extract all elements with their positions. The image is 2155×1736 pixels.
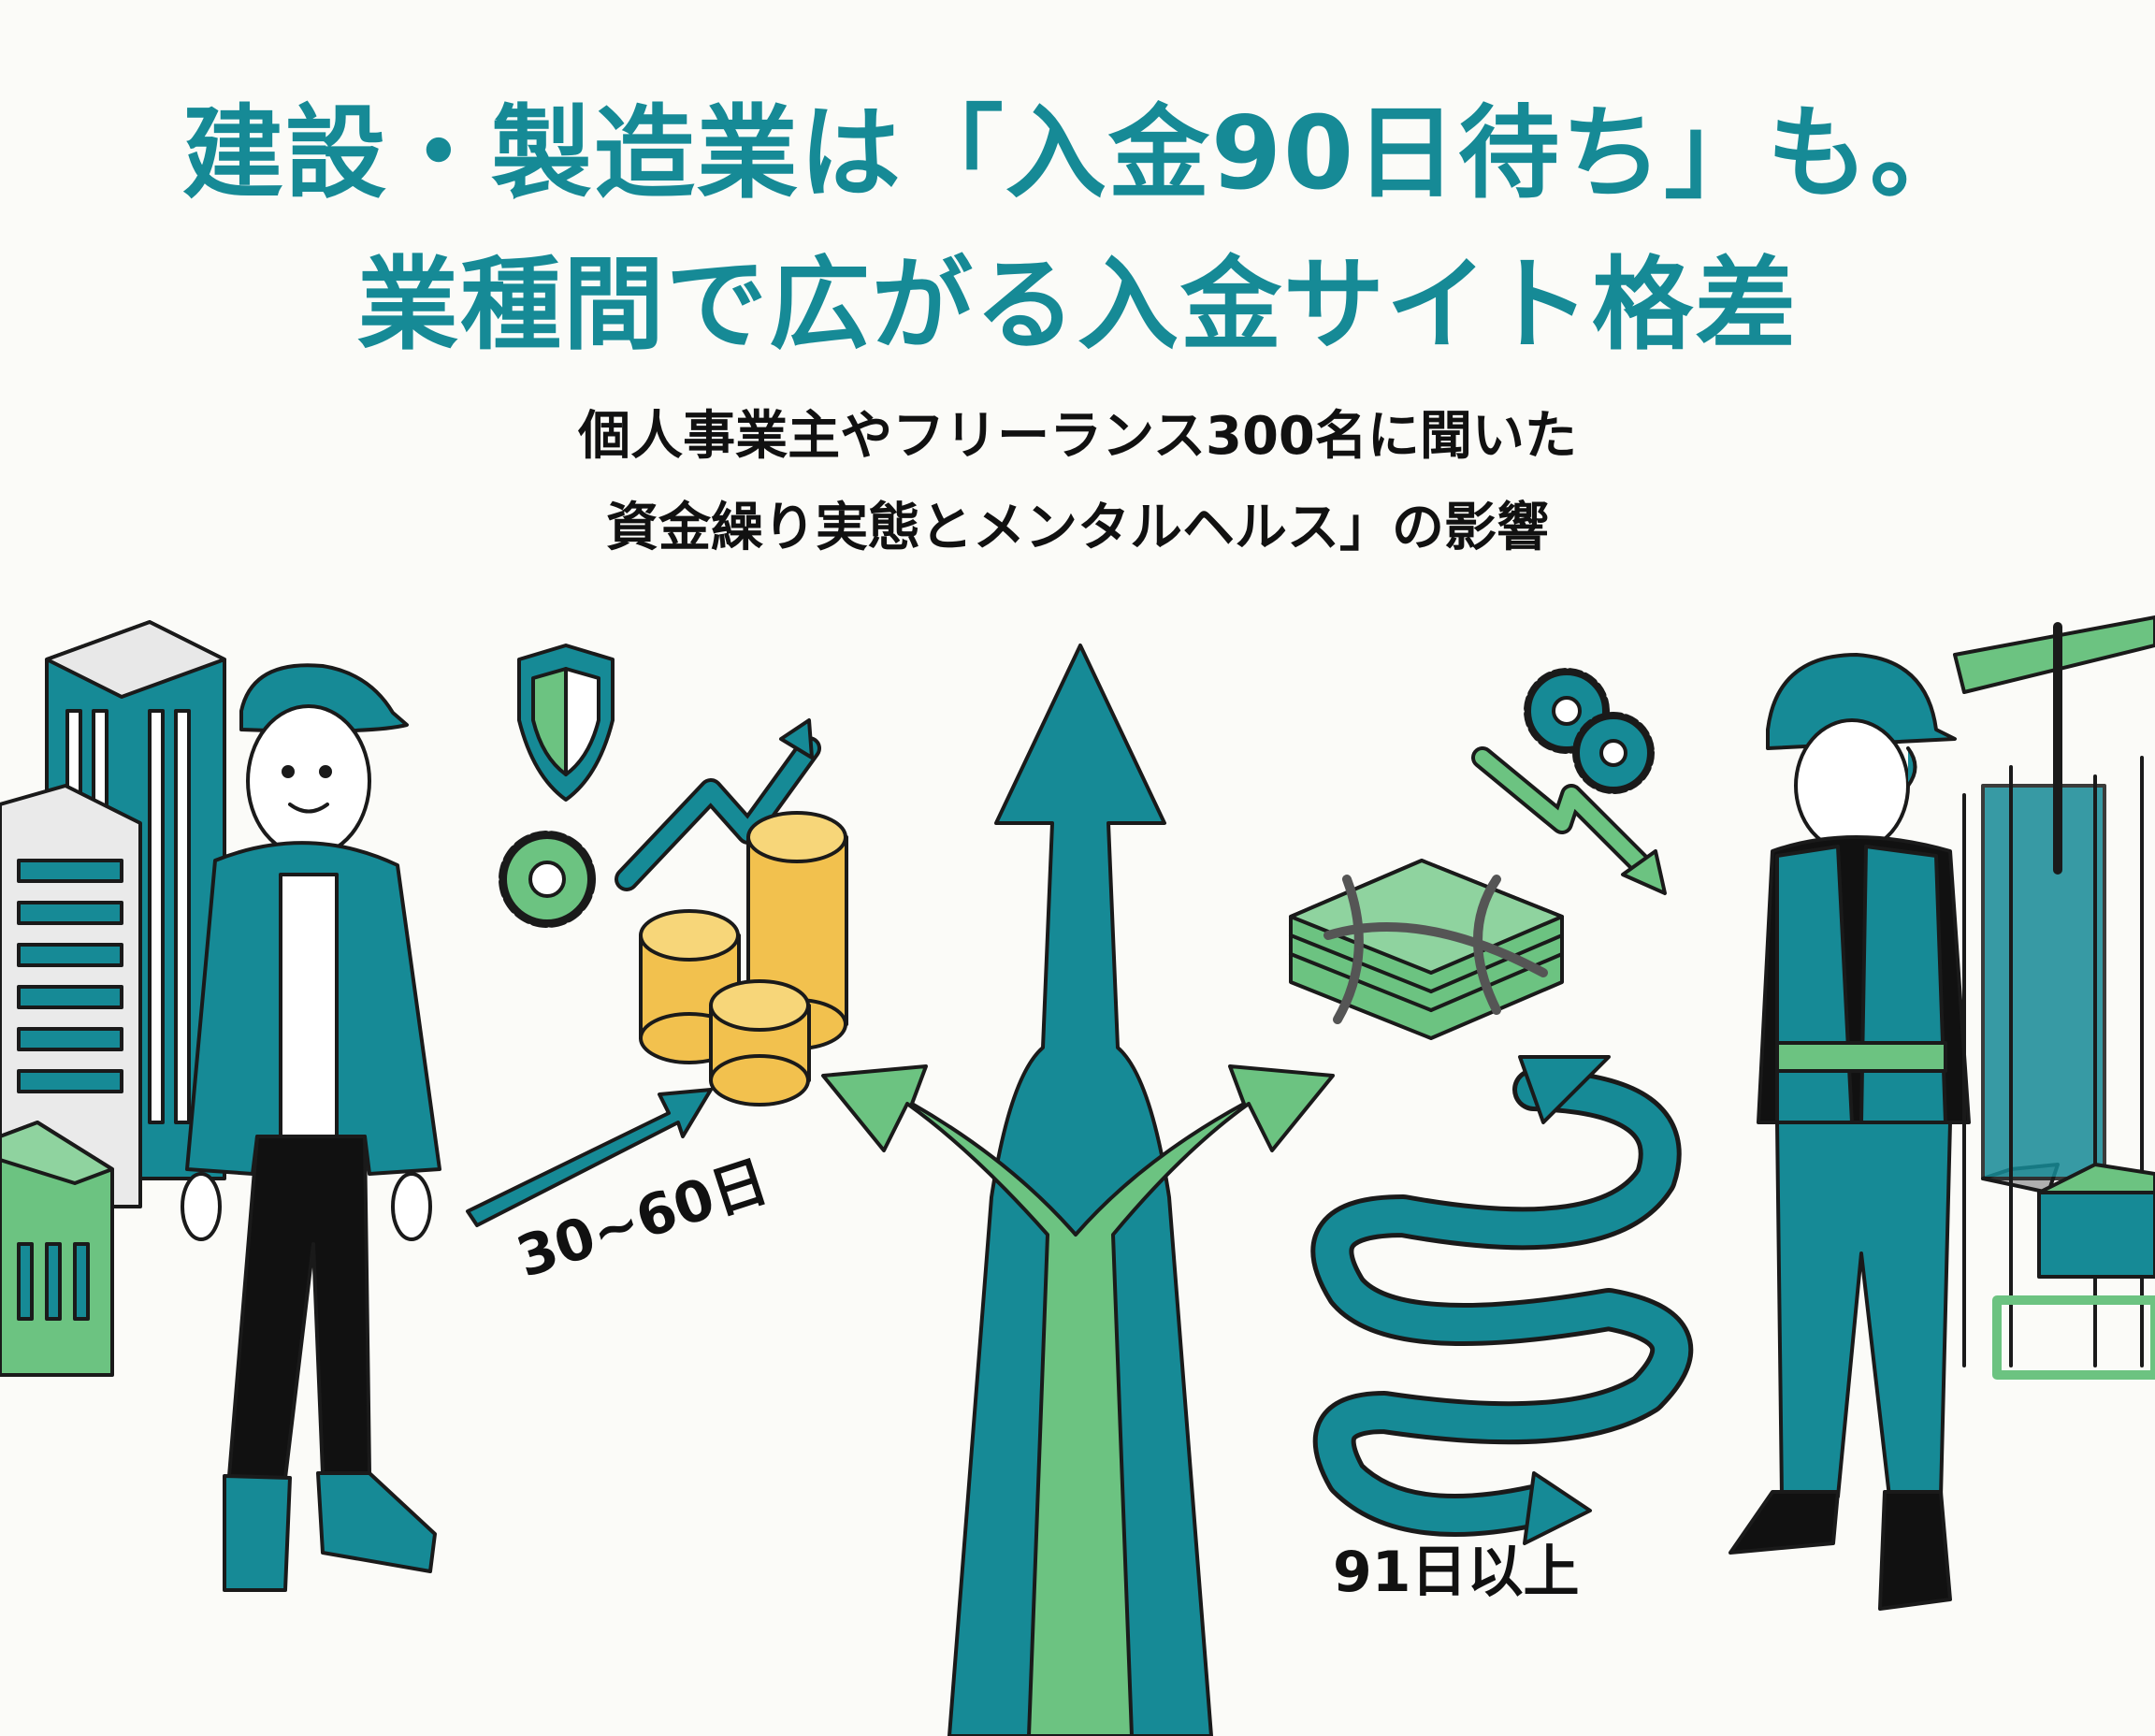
coins-icon	[639, 811, 848, 1107]
worker-icon	[1728, 653, 2060, 1611]
trend-up-arrow-icon	[615, 718, 821, 891]
crane-icon	[1953, 615, 2155, 1380]
shield-icon	[517, 644, 615, 802]
payment-term-long-label: 91日以上	[1333, 1540, 1580, 1605]
winding-arrow-icon	[1310, 1055, 1694, 1545]
subtitle-line-2: 資金繰り実態とメンタルヘルス」の影響	[606, 498, 1549, 558]
chained-money-icon	[1289, 859, 1564, 1040]
building-icon	[0, 1121, 114, 1377]
trend-down-arrow-icon	[1471, 746, 1667, 895]
trend-up-arrow-icon	[466, 1088, 713, 1227]
gear-icon	[1524, 668, 1655, 794]
subtitle-line-1: 個人事業主やフリーランス300名に聞いた	[578, 406, 1577, 467]
branching-arrow-icon	[821, 644, 1335, 1736]
headline-line-1: 建設・製造業は「入金90日待ち」も。	[181, 95, 1974, 212]
headline-line-2: 業種間で広がる入金サイト格差	[356, 247, 1798, 364]
gear-icon	[499, 831, 596, 928]
person-icon	[181, 663, 441, 1592]
building-icon	[0, 784, 142, 1208]
